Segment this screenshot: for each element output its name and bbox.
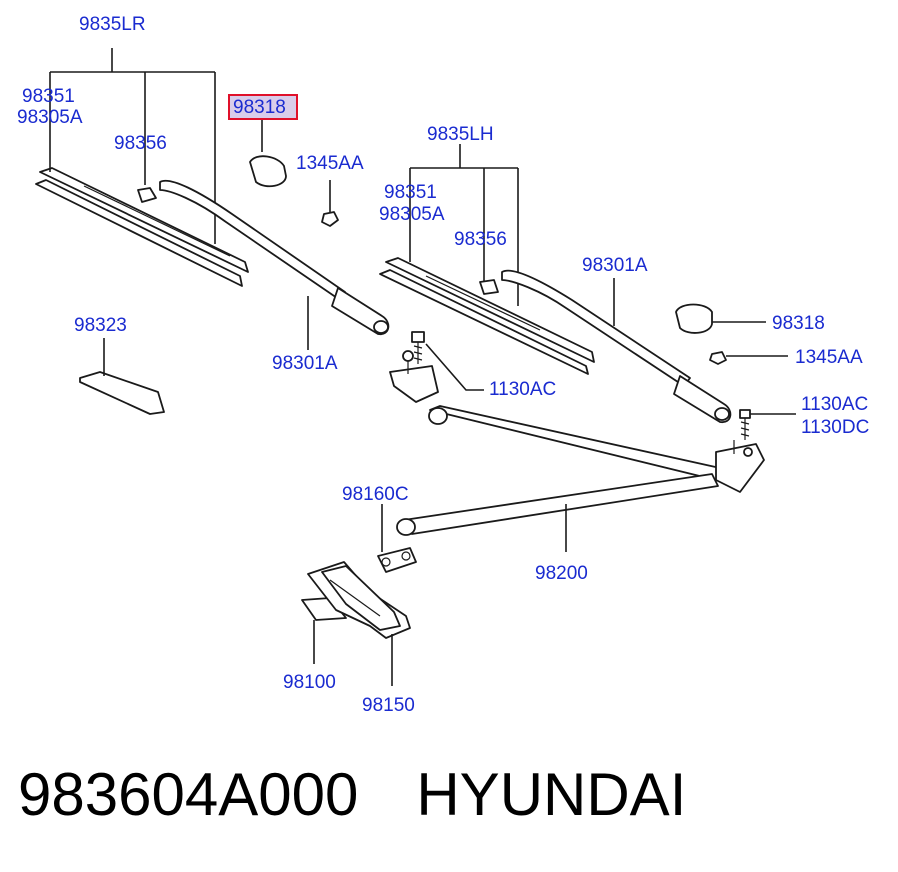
label-1130ac-right[interactable]: 1130AC xyxy=(801,394,868,415)
label-98301a-lr[interactable]: 98301A xyxy=(272,353,338,374)
label-98351-lh[interactable]: 98351 xyxy=(384,182,437,203)
blade-lh[interactable] xyxy=(379,257,595,375)
cover-98150[interactable] xyxy=(321,565,401,631)
label-98301a-lh[interactable]: 98301A xyxy=(582,255,648,276)
part-98323[interactable] xyxy=(79,371,165,415)
label-98150[interactable]: 98150 xyxy=(362,695,415,716)
brand-name: HYUNDAI xyxy=(416,761,687,828)
label-98318-right[interactable]: 98318 xyxy=(772,313,825,334)
highlight-box-98318 xyxy=(228,94,298,120)
label-98323[interactable]: 98323 xyxy=(74,315,127,336)
label-98305a-lh[interactable]: 98305A xyxy=(379,204,445,225)
label-98356-lr[interactable]: 98356 xyxy=(114,133,167,154)
label-98160c[interactable]: 98160C xyxy=(342,484,409,505)
label-98200[interactable]: 98200 xyxy=(535,563,588,584)
cap-98318-left[interactable] xyxy=(249,155,287,188)
blade-lr[interactable] xyxy=(35,167,249,287)
label-98356-lh[interactable]: 98356 xyxy=(454,229,507,250)
nut-1345aa-right[interactable] xyxy=(709,351,727,365)
label-1345aa-top[interactable]: 1345AA xyxy=(296,153,364,174)
label-1130dc-right[interactable]: 1130DC xyxy=(801,417,869,438)
nut-1345aa-left[interactable] xyxy=(321,211,339,227)
label-1345aa-right[interactable]: 1345AA xyxy=(795,347,863,368)
arm-lh[interactable] xyxy=(501,269,732,423)
label-9835lr[interactable]: 9835LR xyxy=(79,14,146,35)
leader-9835lh xyxy=(409,144,519,306)
label-9835lh[interactable]: 9835LH xyxy=(427,124,494,145)
arm-lr[interactable] xyxy=(159,179,390,335)
footer-caption: 983604A000 HYUNDAI xyxy=(18,760,686,840)
label-98318-selected[interactable]: 98318 xyxy=(233,97,286,118)
cap-98318-right[interactable] xyxy=(675,303,713,334)
wiper-parts-diagram: 9835LR 98351 98305A 98356 98318 1345AA 9… xyxy=(17,14,869,716)
label-98351-lr[interactable]: 98351 xyxy=(22,86,75,107)
label-1130ac-middle[interactable]: 1130AC xyxy=(489,379,556,400)
bolt-1130ac-right[interactable] xyxy=(739,409,751,440)
leader-1130ac-middle xyxy=(425,343,484,391)
part-number: 983604A000 xyxy=(18,761,359,828)
linkage-98200[interactable] xyxy=(389,350,765,536)
label-98305a-lr[interactable]: 98305A xyxy=(17,107,83,128)
bolt-1130ac-middle[interactable] xyxy=(411,331,425,364)
part-98160c[interactable] xyxy=(377,547,417,573)
label-98100[interactable]: 98100 xyxy=(283,672,336,693)
